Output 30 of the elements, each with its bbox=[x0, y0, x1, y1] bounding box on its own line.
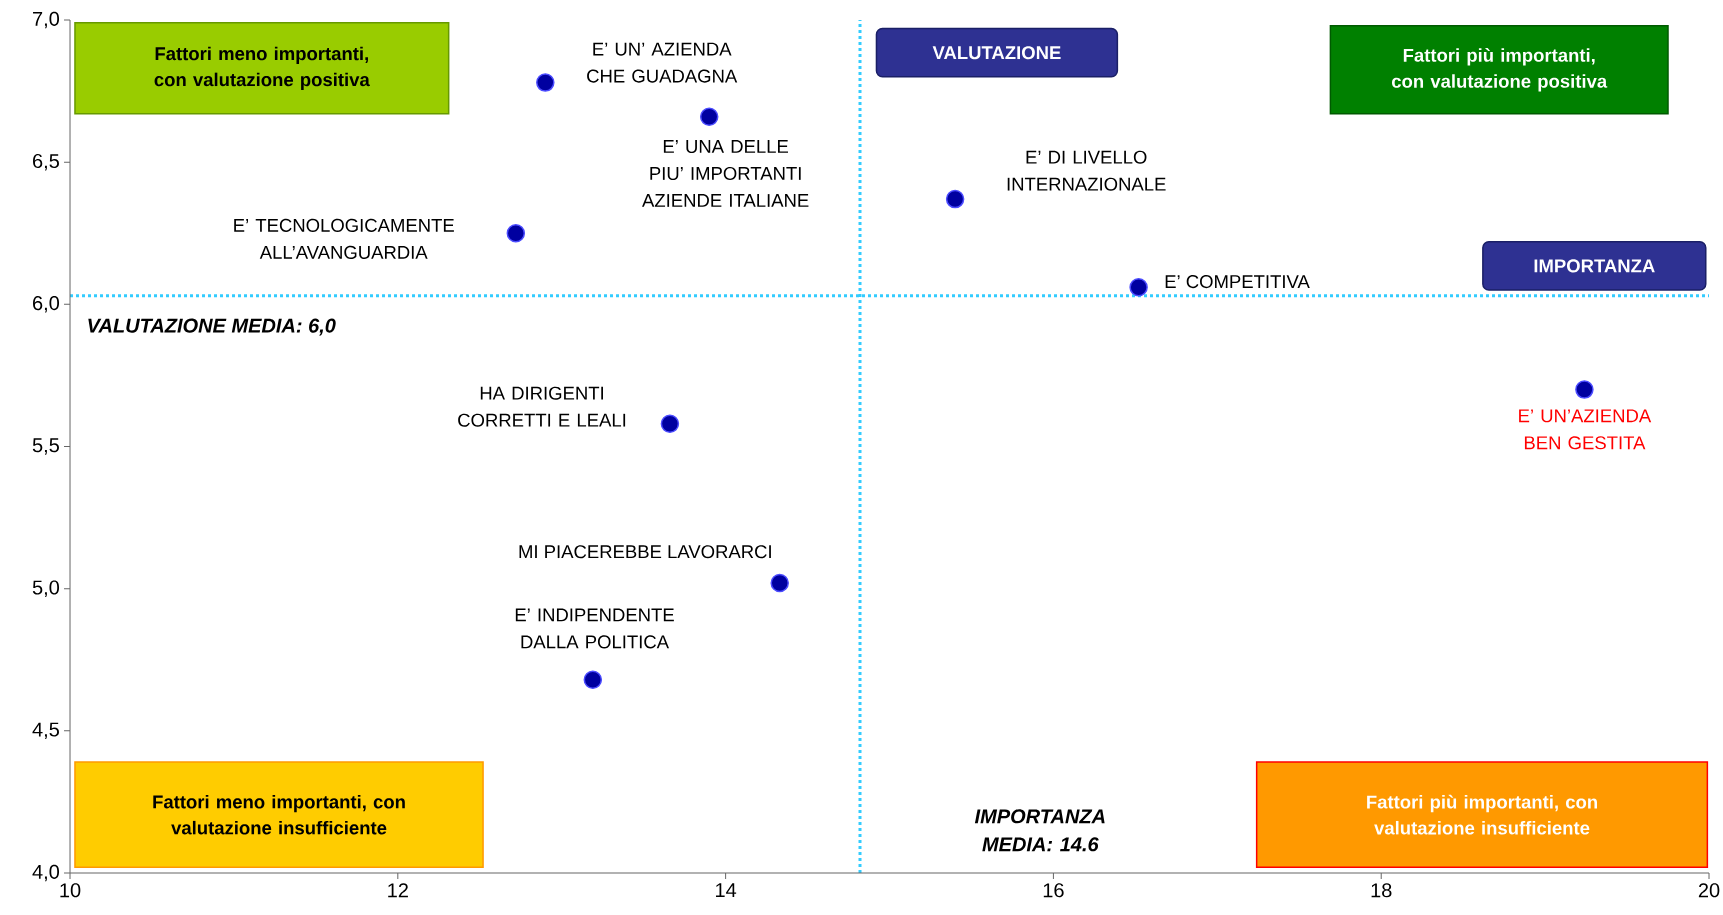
point-label: E’ TECNOLOGICAMENTE ALL’AVANGUARDIA bbox=[234, 218, 454, 259]
tick-label: 10 bbox=[60, 883, 81, 898]
tick-label: 6,0 bbox=[33, 296, 60, 313]
tick-label: 5,5 bbox=[32, 438, 59, 455]
button: VALUTAZIONE bbox=[875, 27, 1119, 78]
tick-label: 4,5 bbox=[32, 722, 59, 739]
point-label: E’ COMPETITIVA bbox=[1165, 275, 1310, 289]
mean-label: IMPORTANZA MEDIA: 14.6 bbox=[974, 809, 1105, 852]
point-label: E’ UN’ AZIENDA CHE GUADAGNA bbox=[587, 42, 738, 83]
tick-label: 6,5 bbox=[33, 153, 59, 171]
point-label: E’ UNA DELLE PIU’ IMPORTANTI AZIENDE ITALIANE bbox=[642, 140, 809, 207]
point-label: E’ UN’AZIENDA BEN GESTITA bbox=[1519, 409, 1652, 450]
quadrant-box: Fattori meno importanti, con valutazione insufficiente bbox=[74, 761, 484, 869]
quadrant-box: Fattori più importanti, con valutazione insufficiente bbox=[1255, 761, 1709, 869]
mean-label: VALUTAZIONE MEDIA: 6,0 bbox=[88, 318, 336, 336]
button: IMPORTANZA bbox=[1482, 241, 1707, 291]
tick-label: 18 bbox=[1371, 883, 1392, 898]
point-label: E’ INDIPENDENTE DALLA POLITICA bbox=[515, 608, 674, 649]
tick-label: 4,0 bbox=[32, 864, 60, 882]
tick-label: 20 bbox=[1698, 883, 1720, 898]
quadrant-box: Fattori più importanti, con valutazione positiva bbox=[1329, 25, 1669, 115]
point-label: E’ DI LIVELLO INTERNAZIONALE bbox=[1007, 150, 1166, 191]
point-label: MI PIACEREBBE LAVORARCI bbox=[519, 545, 771, 559]
tick-label: 5,0 bbox=[32, 580, 60, 597]
tick-label: 12 bbox=[388, 883, 408, 898]
tick-label: 14 bbox=[716, 883, 737, 897]
point-label: HA DIRIGENTI CORRETTI E LEALI bbox=[458, 386, 626, 427]
tick-label: 16 bbox=[1043, 883, 1064, 898]
quadrant-box: Fattori meno importanti, con valutazione positiva bbox=[74, 22, 450, 115]
tick-label: 7,0 bbox=[33, 11, 60, 29]
